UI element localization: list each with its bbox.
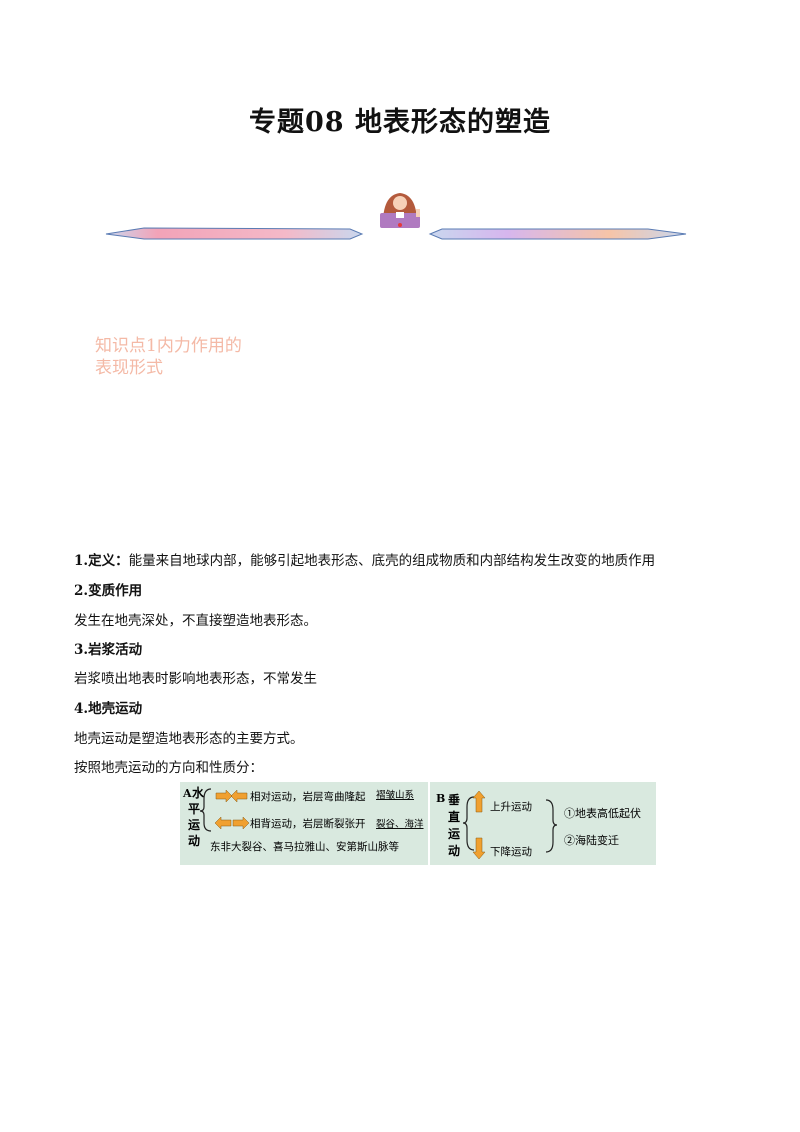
b-brace bbox=[462, 796, 475, 851]
a-row2-example: 裂谷、海洋 bbox=[376, 818, 424, 830]
down-arrow-icon bbox=[472, 837, 486, 860]
b-result-1: ①地表高低起伏 bbox=[564, 806, 641, 820]
teacher-icon bbox=[380, 193, 420, 228]
section-2-text: 发生在地壳深处，不直接塑造地表形态。 bbox=[74, 613, 317, 629]
b-char-2: 直 bbox=[448, 809, 460, 824]
b-char-3: 运 bbox=[448, 827, 460, 841]
section-3-text: 岩浆喷出地表时影响地表形态，不常发生 bbox=[74, 671, 317, 687]
b-up-text: 上升运动 bbox=[490, 801, 532, 813]
knowledge-point-title: 知识点1内力作用的 表现形式 bbox=[95, 336, 242, 378]
section-2-heading: 2.变质作用 bbox=[74, 583, 143, 599]
section-3-heading: 3.岩浆活动 bbox=[74, 642, 143, 658]
up-arrow-icon bbox=[472, 790, 486, 813]
section-4-heading: 4.地壳运动 bbox=[74, 701, 143, 717]
diverging-arrows-icon bbox=[214, 816, 250, 830]
right-ribbon bbox=[428, 228, 687, 240]
b-down-text: 下降运动 bbox=[490, 845, 532, 858]
page-title: 专题08 地表形态的塑造 bbox=[249, 107, 551, 138]
a-char-1: 水 bbox=[192, 785, 205, 800]
a-brace bbox=[199, 788, 212, 832]
a-char-4: 动 bbox=[188, 834, 200, 848]
a-row1-text: 相对运动，岩层弯曲隆起 bbox=[250, 790, 366, 803]
converging-arrows-icon bbox=[215, 789, 248, 803]
a-label: A bbox=[182, 787, 192, 800]
b-label: B bbox=[436, 792, 445, 805]
a-examples: 东非大裂谷、喜马拉雅山、安第斯山脉等 bbox=[210, 840, 399, 853]
b-char-1: 垂 bbox=[448, 792, 460, 807]
section-4-intro: 按照地壳运动的方向和性质分： bbox=[74, 760, 263, 776]
section-4-text: 地壳运动是塑造地表形态的主要方式。 bbox=[74, 731, 304, 747]
b-char-4: 动 bbox=[448, 844, 460, 858]
crustal-movement-diagram: A 水 平 运 动 相对运动，岩层弯曲隆起 褶皱山系 相背运动，岩层断裂张开 裂… bbox=[180, 782, 656, 865]
a-char-3: 运 bbox=[188, 818, 200, 832]
left-ribbon bbox=[105, 227, 364, 240]
b-result-brace bbox=[545, 799, 558, 853]
a-row2-text: 相背运动，岩层断裂张开 bbox=[250, 817, 366, 830]
decorative-divider bbox=[105, 193, 687, 240]
a-char-2: 平 bbox=[188, 802, 200, 816]
a-row1-example: 褶皱山系 bbox=[376, 789, 414, 801]
b-result-2: ②海陆变迁 bbox=[564, 833, 619, 847]
definition-line: 1.定义：能量来自地球内部，能够引起地表形态、底壳的组成物质和内部结构发生改变的… bbox=[74, 553, 656, 569]
